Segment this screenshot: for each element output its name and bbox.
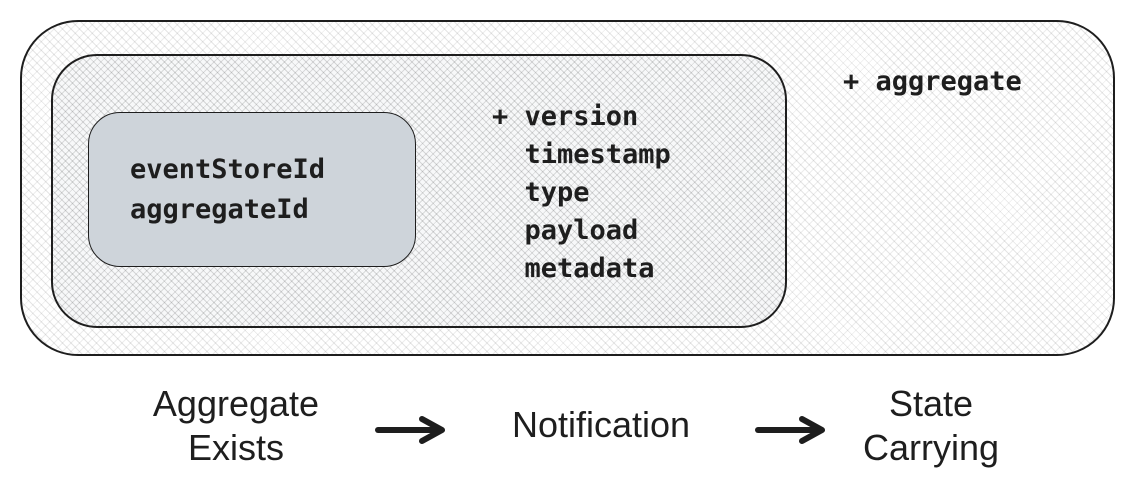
state-carrying-fields: + aggregate xyxy=(843,63,1022,101)
stage-label-aggregate-exists: Aggregate Exists xyxy=(106,382,366,470)
field-payload: payload xyxy=(492,215,639,246)
stage-1-line-2: Exists xyxy=(187,427,284,468)
field-event-store-id: eventStoreId xyxy=(130,154,326,185)
aggregate-exists-scope-box xyxy=(88,112,416,267)
notification-fields: + version timestamp type payload metadat… xyxy=(492,98,671,288)
arrow-1-head xyxy=(419,416,445,444)
field-metadata: metadata xyxy=(492,253,655,284)
notification-scope-box xyxy=(51,54,787,328)
arrow-2-head xyxy=(799,416,825,444)
field-type: type xyxy=(492,177,590,208)
field-aggregate: + aggregate xyxy=(843,66,1022,97)
stage-3-line-1: State xyxy=(888,383,974,424)
arrow-right-icon xyxy=(375,416,445,444)
stage-label-notification: Notification xyxy=(471,403,731,447)
stage-2-line-1: Notification xyxy=(511,404,691,445)
field-version: + version xyxy=(492,101,639,132)
arrow-right-icon xyxy=(755,416,825,444)
stage-3-line-2: Carrying xyxy=(862,427,1000,468)
field-timestamp: timestamp xyxy=(492,139,671,170)
field-aggregate-id: aggregateId xyxy=(130,194,309,225)
aggregate-exists-fields: eventStoreId aggregateId xyxy=(130,150,325,230)
stage-label-state-carrying: State Carrying xyxy=(801,382,1061,470)
stage-1-line-1: Aggregate xyxy=(152,383,320,424)
